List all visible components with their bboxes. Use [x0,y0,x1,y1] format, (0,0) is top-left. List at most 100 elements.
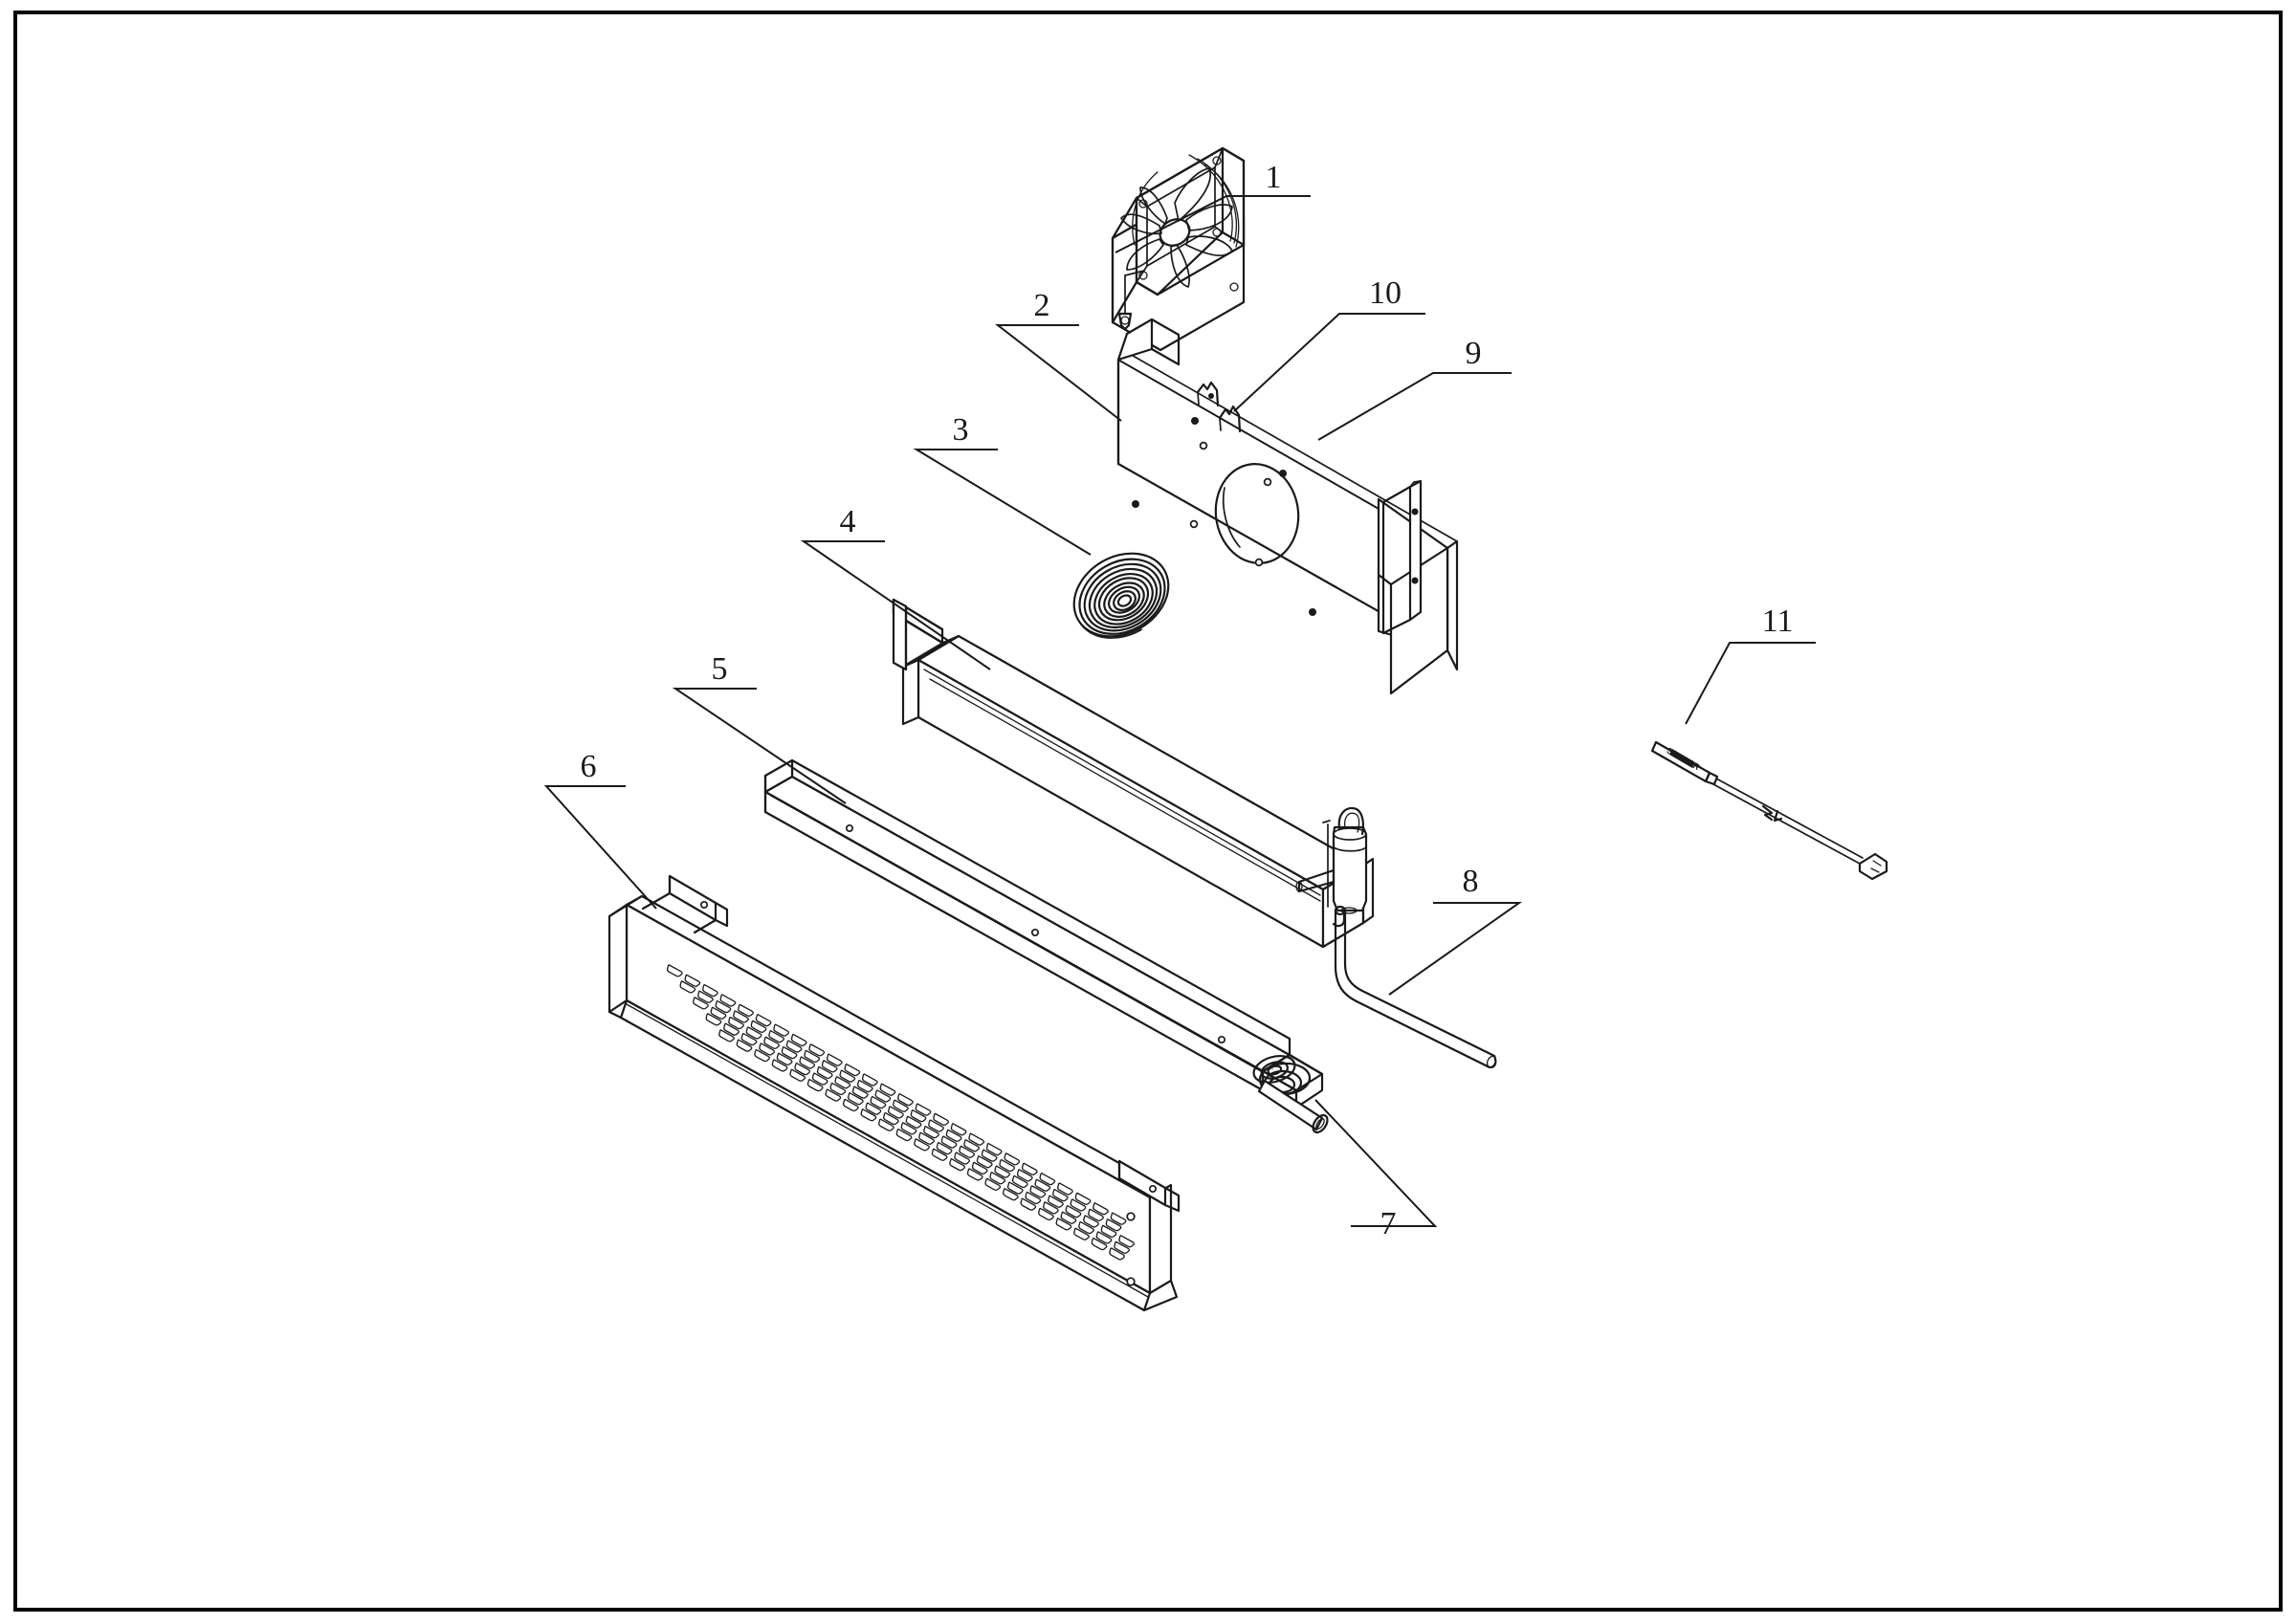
louver-slot-outline [799,1056,816,1069]
louver-slot-outline [1073,1227,1090,1240]
louver-slot-outline [763,1036,781,1049]
louver-slot [1095,1231,1113,1244]
louver-slot-outline [829,1082,847,1096]
louver-slot-outline [806,1079,824,1092]
louver-slot-outline [1020,1197,1037,1211]
louver-slot-outline [750,1020,767,1033]
louver-slot-outline [1110,1212,1127,1225]
louver-slot [999,1158,1016,1173]
callout-7[interactable]: 7 [1314,1099,1438,1241]
louver-slot [915,1103,932,1116]
louver-slot [1110,1212,1127,1225]
guard-ring-10 [1072,552,1170,638]
pan-right-end-outline [1288,1053,1324,1109]
louvered-front-cover [607,874,1181,1312]
callout-3[interactable]: 3 [913,412,1092,556]
louver-slot-outline [1016,1169,1033,1182]
callout-8[interactable]: 8 [1388,864,1523,996]
callout-4[interactable]: 4 [800,504,991,670]
fan-blade-1 [1174,167,1211,222]
guard-ring-5 [1097,577,1150,622]
louver-slot [981,1149,998,1162]
nipple-bore [1267,1064,1283,1076]
louver-slot [1006,1181,1024,1195]
panel-hole-7 [1254,558,1264,567]
louver-slot-outline [984,1177,1002,1191]
callout-6-number: 6 [581,749,597,784]
louver-slot-outline [963,1139,981,1152]
coil-accumulator [1295,806,1368,928]
fan-mount-hole-br [1212,228,1222,237]
callout-9-leader-line [1317,372,1512,441]
callout-9[interactable]: 9 [1317,336,1512,441]
sensor-cable-line-1 [1715,778,1864,859]
cover-bottom-fold-line [626,1003,1149,1298]
guard-depth-edge [1078,620,1142,639]
cover-left-bracket-top [668,874,718,922]
cover-left-bracket-foot [693,918,718,934]
louver-slot [966,1168,983,1181]
louver-slot [693,997,709,1010]
louver-slot [808,1043,826,1057]
louver-slot-outline [895,1128,913,1142]
callout-11[interactable]: 11 [1685,604,1816,725]
pipe-end-opening [1486,1054,1497,1069]
louver-slot-outline [981,1149,998,1162]
accumulator-body [1332,825,1368,912]
callout-8-leader-line [1388,902,1523,996]
louver-slot-outline [851,1086,869,1099]
cover-right-bracket-return [1163,1186,1181,1213]
louver-slot [905,1115,922,1129]
louver-slot [994,1165,1011,1178]
callout-1[interactable]: 1 [1115,160,1311,253]
louver-slot-outline [759,1042,776,1056]
guard-ring-6 [1093,573,1154,625]
sensor-label-band [1669,749,1695,768]
callout-10[interactable]: 10 [1233,275,1425,412]
accumulator-bottom-cap [1340,907,1358,914]
fan-blade-7 [1139,187,1168,225]
louver-slot-outline [856,1079,873,1093]
panel-left-upstand [1116,318,1154,362]
louver-slot-outline [684,974,701,987]
accumulator-inlet-bend-inner [1343,812,1360,833]
louver-slot [989,1172,1006,1185]
louver-slot [851,1086,869,1099]
callout-5[interactable]: 5 [672,651,847,804]
louver-slot-outline [966,1168,983,1181]
panel-left-upstand-right [1150,318,1181,366]
louver-slot [900,1122,917,1135]
retaining-tab-left-leg [1197,391,1200,406]
sensor-cable-clip-right [1773,809,1783,823]
panel-right-wall-edge [1377,573,1393,586]
cover-left-return [607,903,629,1014]
louver-slot [826,1053,843,1066]
callout-6[interactable]: 6 [543,749,657,910]
callout-10-number: 10 [1369,275,1402,311]
louver-slot-outline [679,980,696,994]
louver-slot [684,974,701,987]
louver-slot [702,983,718,998]
louver-slot [728,1016,744,1030]
nipple-end-bore [1315,1118,1325,1130]
guard-ring-7 [1088,567,1159,629]
guard-ring-9 [1078,558,1166,635]
louver-slot [679,980,696,994]
callout-8-number: 8 [1463,864,1479,899]
louver-slot [825,1088,842,1102]
evaporator-coil [892,598,1375,949]
panel-fan-aperture [1214,463,1300,564]
callout-2[interactable]: 2 [995,288,1122,422]
louver-slot [719,994,737,1007]
louver-slot-outline [733,1010,749,1023]
louver-slot [1057,1182,1073,1196]
fan-mount-hole-rear-bl [1120,316,1130,325]
drain-nipple-fitting [1252,1055,1329,1134]
coil-top-face [916,634,1365,891]
louver-slot-outline [1039,1173,1056,1186]
louver-slot-outline [1095,1231,1113,1244]
louver-slot-outline [826,1053,843,1066]
fan-blade-5 [1126,238,1164,271]
louver-slot [856,1079,873,1093]
louver-slot [844,1063,861,1077]
